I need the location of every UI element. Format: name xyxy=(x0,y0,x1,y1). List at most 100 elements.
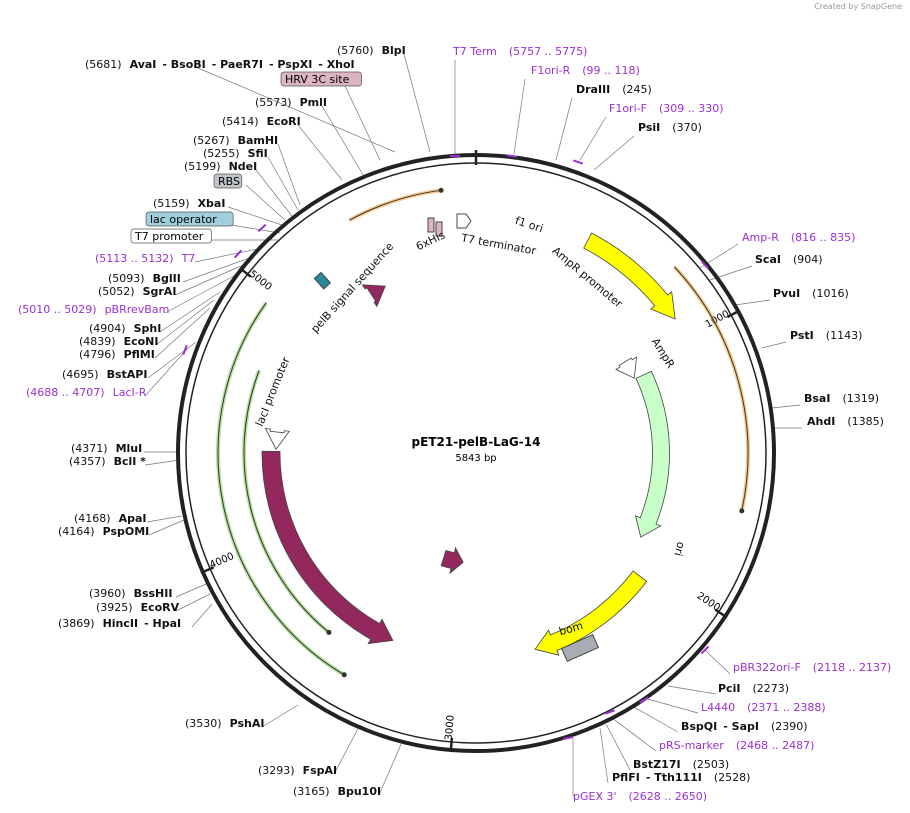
site-label: (4796)PflMI xyxy=(79,348,155,361)
feature-laci xyxy=(261,450,394,645)
site-position: (5159) xyxy=(153,197,190,210)
feature-label-bom: bom xyxy=(557,619,584,638)
leader-line xyxy=(175,583,207,598)
site-label: PsiI (370) xyxy=(638,121,702,134)
site-position: (309 .. 330) xyxy=(659,102,724,115)
site-position: (99 .. 118) xyxy=(582,64,640,77)
feature-ampr-promoter xyxy=(615,356,638,379)
site-position: (816 .. 835) xyxy=(791,231,856,244)
tick-mark xyxy=(727,309,741,319)
feature-his-tag-b xyxy=(435,221,443,237)
leader-line xyxy=(197,67,396,153)
primer-mark xyxy=(506,154,518,158)
leader-line xyxy=(154,307,211,359)
leader-line xyxy=(227,206,283,226)
feature-ori xyxy=(534,570,648,656)
site-name: - SapI xyxy=(723,720,759,733)
feature-label-laci-promoter: lacI promoter xyxy=(253,355,293,429)
leader-line xyxy=(261,704,299,728)
tick-mark xyxy=(239,267,252,278)
site-position: (2390) xyxy=(771,720,808,733)
leader-line xyxy=(667,685,717,695)
site-position: (1385) xyxy=(847,415,884,428)
site-position: (1143) xyxy=(826,329,863,342)
site-name: EcoRI xyxy=(267,115,301,128)
site-name: BglII xyxy=(153,272,181,285)
site-label: (5573)PmlI xyxy=(255,96,327,109)
site-position: (5267) xyxy=(193,134,230,147)
feature-box xyxy=(280,71,362,87)
site-name: ScaI xyxy=(755,253,781,266)
site-name: HincII xyxy=(103,617,139,630)
site-label: (5681)AvaI- BsoBI- PaeR7I- PspXI- XhoI xyxy=(85,58,355,71)
site-label: PstI (1143) xyxy=(790,329,862,342)
site-position: (2503) xyxy=(693,758,730,771)
site-label: (5255)SfiI xyxy=(203,147,268,160)
site-position: T7 xyxy=(181,252,196,265)
site-label: (4695)BstAPI xyxy=(62,368,147,381)
site-label: PvuI(1016) xyxy=(773,287,849,300)
site-label: (5010 .. 5029)pBRrevBam xyxy=(18,303,169,316)
site-name: EcoRV xyxy=(141,601,180,614)
site-position: (1016) xyxy=(812,287,849,300)
feature-label-f1-ori: f1 ori xyxy=(513,214,544,235)
leader-line xyxy=(174,261,251,296)
site-name: XbaI xyxy=(198,197,226,210)
site-name: PciI xyxy=(718,682,740,695)
site-position: pGEX 3' xyxy=(573,790,617,803)
site-position: (3293) xyxy=(258,764,295,777)
plasmid-length: 5843 bp xyxy=(455,453,496,464)
leader-line xyxy=(255,169,293,217)
site-label: F1ori-F(309 .. 330) xyxy=(609,102,724,115)
feature-pelb-signal-sequence xyxy=(361,284,386,308)
site-position: (5052) xyxy=(98,285,135,298)
site-position: pBR322ori-F xyxy=(733,661,801,674)
feature-label-rop: rop xyxy=(504,660,524,676)
site-name: EcoNI xyxy=(124,335,159,348)
site-name: PstI xyxy=(790,329,814,342)
site-name: BsaI xyxy=(804,392,830,405)
site-label: pRS-marker(2468 .. 2487) xyxy=(659,739,814,752)
site-label: (3293)FspAI xyxy=(258,764,337,777)
feature-t7-terminator xyxy=(456,213,472,229)
site-name: DraIII xyxy=(576,83,610,96)
primer-mark xyxy=(233,249,243,259)
site-name: ApaI xyxy=(119,512,147,525)
site-position: (4839) xyxy=(79,335,116,348)
site-name: - HpaI xyxy=(144,617,181,630)
feature-label-ori: ori xyxy=(671,540,687,557)
site-name: - PspXI xyxy=(269,58,312,71)
site-position: (5093) xyxy=(108,272,145,285)
snapgene-credit: Created by SnapGene xyxy=(814,2,902,11)
leader-line xyxy=(579,116,607,161)
feature-label-laci: lacI xyxy=(250,479,266,500)
primer-mark xyxy=(257,223,267,233)
leader-line xyxy=(148,519,185,536)
site-position: (5414) xyxy=(222,115,259,128)
site-label: (5199)NdeI xyxy=(184,160,257,173)
orange-arc-top xyxy=(349,189,442,221)
site-name: PsiI xyxy=(638,121,660,134)
leader-line xyxy=(155,299,215,346)
leader-line xyxy=(144,459,181,466)
feature-box xyxy=(213,173,243,189)
orange-arc-right-glow xyxy=(672,265,750,512)
tick-label: 4000 xyxy=(208,551,236,571)
site-name: - XhoI xyxy=(318,58,354,71)
leader-line xyxy=(344,85,381,161)
site-label: (5267)BamHI xyxy=(193,134,278,147)
leader-line xyxy=(245,184,286,221)
leader-line xyxy=(159,291,221,333)
site-name: BstAPI xyxy=(107,368,148,381)
leader-line xyxy=(513,78,526,155)
primer-mark xyxy=(562,735,574,741)
tick-label: 2000 xyxy=(695,591,722,614)
site-position: (370) xyxy=(672,121,702,134)
primer-mark xyxy=(604,709,616,715)
site-name: BspQI xyxy=(681,720,717,733)
site-label: BstZ17I(2503) xyxy=(633,758,729,771)
site-position: (2468 .. 2487) xyxy=(736,739,815,752)
site-label: (4839) EcoNI xyxy=(79,335,158,348)
site-position: (5681) xyxy=(85,58,122,71)
